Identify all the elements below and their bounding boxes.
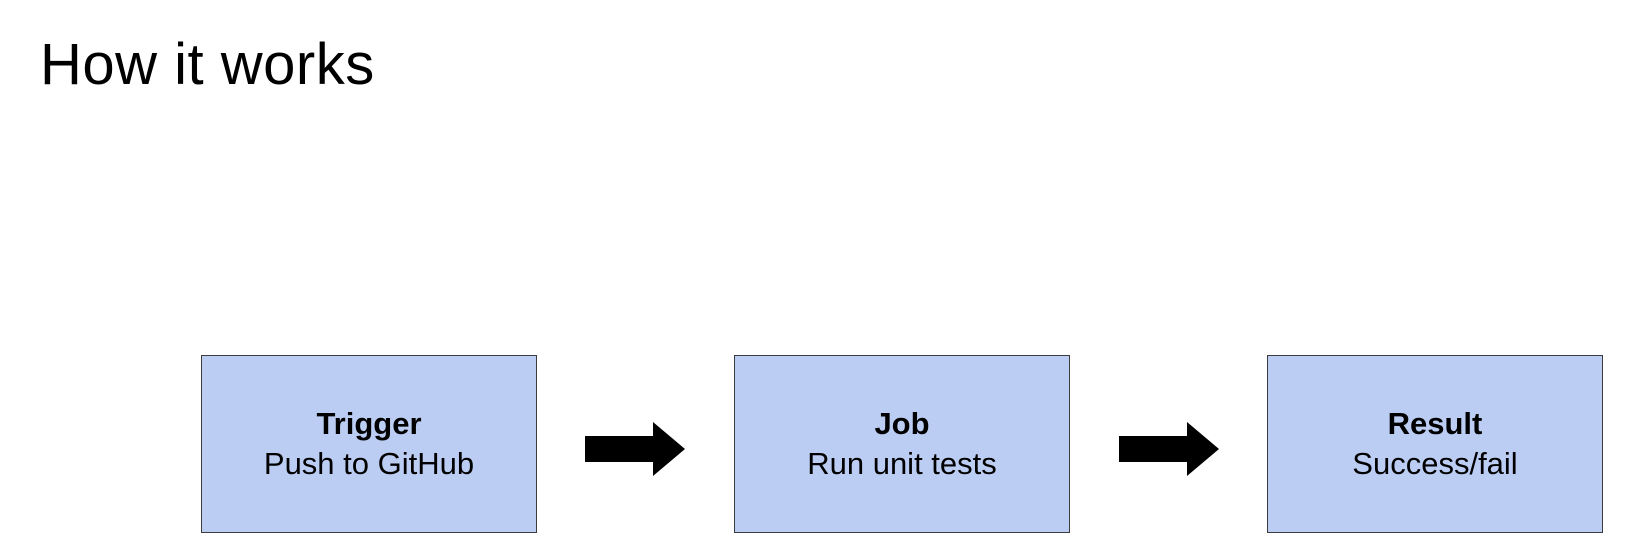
flow-step-trigger: Trigger Push to GitHub (201, 355, 537, 533)
right-arrow-icon (585, 422, 685, 476)
flow-step-description: Push to GitHub (263, 446, 475, 481)
flow-step-result: Result Success/fail (1267, 355, 1603, 533)
flow-step-title: Trigger (316, 405, 422, 441)
flow-step-title: Result (1387, 405, 1483, 441)
flow-step-title: Job (874, 405, 930, 441)
flow-step-job: Job Run unit tests (734, 355, 1070, 533)
flow-step-description: Run unit tests (807, 446, 997, 481)
right-arrow-icon (1119, 422, 1219, 476)
flow-step-description: Success/fail (1352, 446, 1518, 481)
page-title: How it works (40, 32, 375, 97)
